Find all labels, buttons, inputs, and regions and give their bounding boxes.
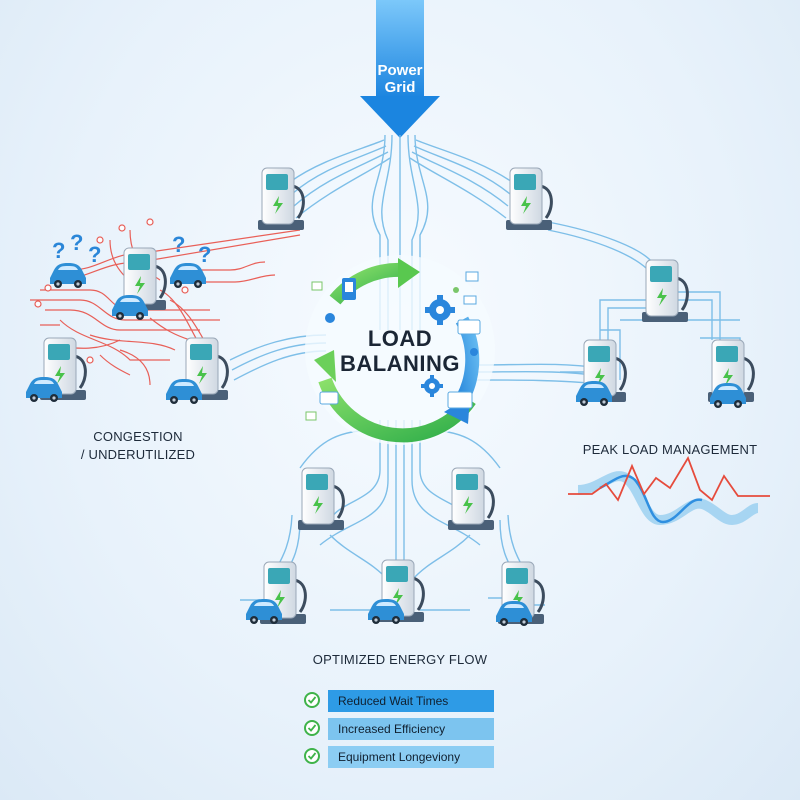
electric-cars [26, 263, 746, 626]
charging-station-icon [642, 259, 689, 322]
peak-load-chart [568, 455, 770, 526]
question-icon: ? [172, 232, 185, 257]
electric-car-icon [112, 295, 148, 320]
benefit-label: Equipment Longeviony [328, 746, 494, 768]
question-icon: ? [198, 242, 211, 267]
congestion-label-line1: CONGESTION [93, 429, 183, 444]
electric-car-icon [26, 377, 62, 402]
electric-car-icon [246, 599, 282, 624]
peak-load-label: PEAK LOAD MANAGEMENT [582, 442, 758, 457]
benefit-label: Increased Efficiency [328, 718, 494, 740]
peak-blue-band [577, 471, 759, 526]
electric-car-icon [576, 381, 612, 406]
document-icon [319, 391, 339, 405]
benefit-label: Reduced Wait Times [328, 690, 494, 712]
check-circle-icon [304, 748, 320, 764]
question-icon: ? [70, 230, 83, 255]
electric-car-icon [368, 599, 404, 624]
peak-red-line [568, 455, 770, 502]
question-marks: ? ? ? ? ? [52, 230, 211, 267]
power-grid-label-line1: Power [377, 62, 423, 79]
load-balancing-label-line1: LOAD [367, 326, 433, 351]
check-circle-icon [304, 692, 320, 708]
power-grid-label-line2: Grid [384, 79, 416, 96]
load-balancing-label: LOAD BALANING [320, 326, 480, 376]
document-icon [457, 319, 481, 335]
congestion-label: CONGESTION / UNDERUTILIZED [78, 428, 198, 464]
charging-station-icon [448, 467, 495, 530]
question-icon: ? [52, 238, 65, 263]
charging-station-icon [506, 167, 553, 230]
gear-icon [425, 295, 455, 325]
electric-car-icon [50, 263, 86, 288]
electric-car-icon [710, 383, 746, 408]
electric-car-icon [170, 263, 206, 288]
electric-car-icon [166, 379, 202, 404]
power-grid-arrow [360, 0, 440, 138]
charging-station-icon [298, 467, 345, 530]
question-icon: ? [88, 242, 101, 267]
optimized-flow-label: OPTIMIZED ENERGY FLOW [312, 652, 488, 667]
charging-station-icon [258, 167, 305, 230]
document-icon [447, 391, 473, 409]
check-circle-icon [304, 720, 320, 736]
load-balancing-cycle [305, 255, 495, 445]
electric-car-icon [496, 601, 532, 626]
congestion-label-line2: / UNDERUTILIZED [80, 447, 196, 462]
peak-blue-line [599, 474, 703, 524]
load-balancing-label-line2: BALANING [339, 351, 461, 376]
gear-icon [421, 375, 443, 397]
power-grid-label: Power Grid [362, 62, 438, 96]
